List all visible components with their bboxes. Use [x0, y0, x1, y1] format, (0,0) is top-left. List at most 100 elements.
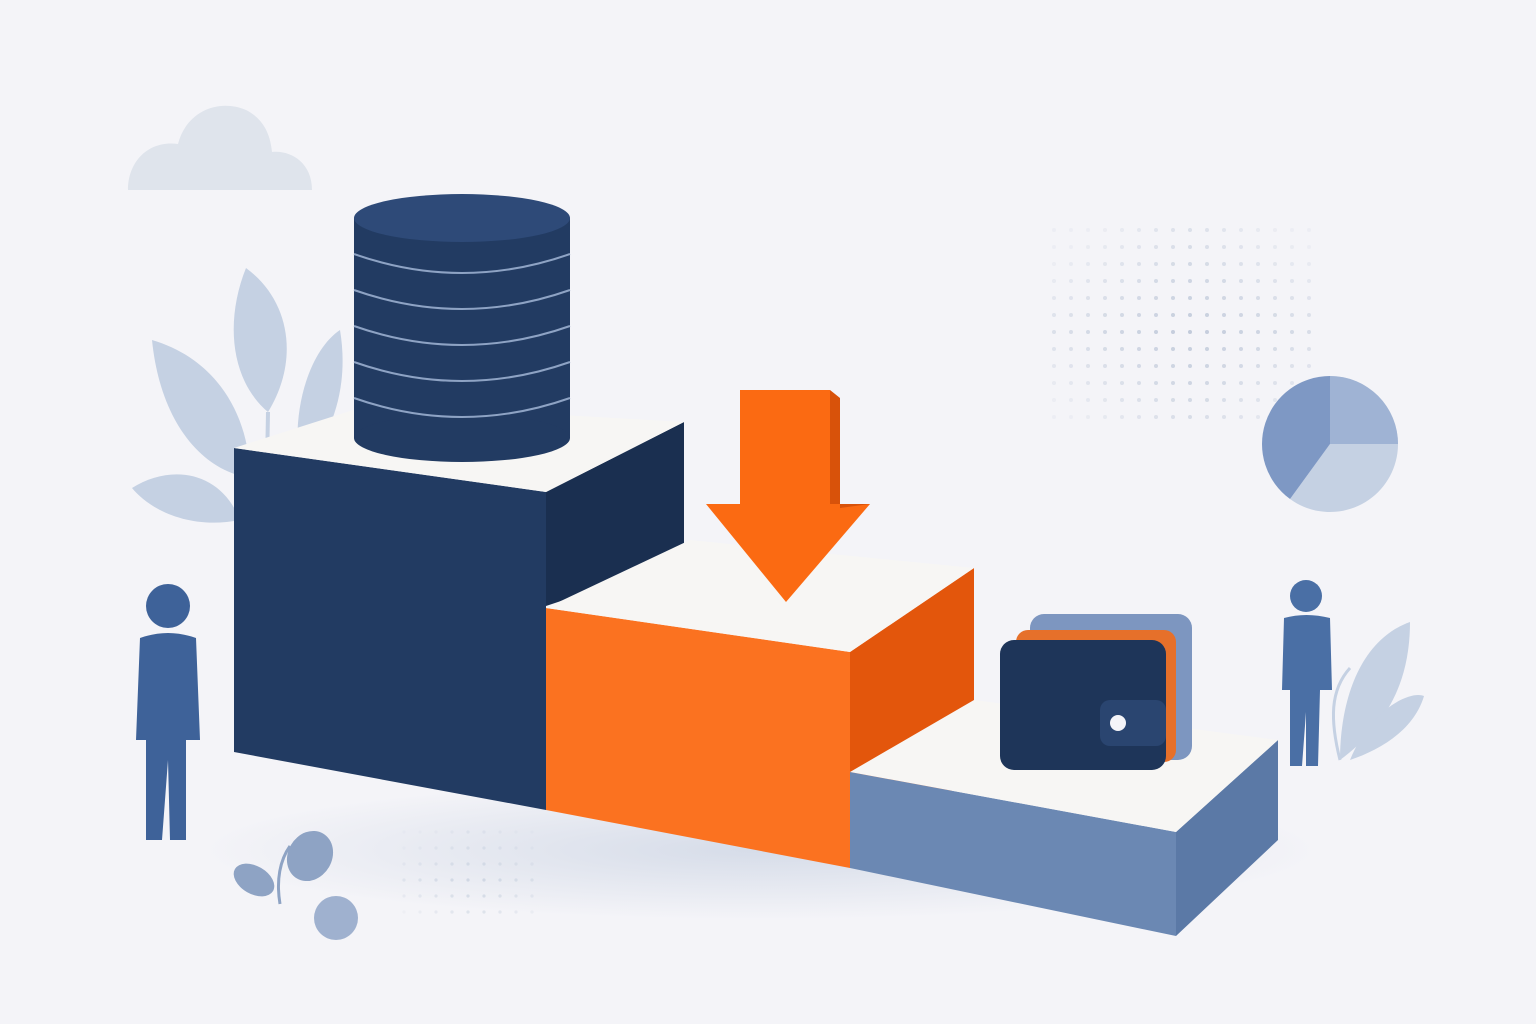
dot [1256, 347, 1260, 351]
dot [1307, 330, 1311, 334]
dot [1188, 415, 1192, 419]
dot [1052, 398, 1056, 402]
dot [1086, 262, 1090, 266]
dot [1256, 364, 1260, 368]
dot [1205, 330, 1209, 334]
dot [1069, 296, 1073, 300]
dot [1137, 228, 1141, 232]
pie-slice [1262, 376, 1330, 500]
dot [1103, 381, 1107, 385]
dot [1137, 245, 1141, 249]
dot [1307, 262, 1311, 266]
dot [1137, 279, 1141, 283]
dot [1171, 228, 1175, 232]
dot [1120, 262, 1124, 266]
dot [1103, 415, 1107, 419]
dot [1086, 228, 1090, 232]
dot [1188, 228, 1192, 232]
dot [1205, 279, 1209, 283]
dot [1290, 279, 1294, 283]
dot [1256, 296, 1260, 300]
dot [1205, 381, 1209, 385]
dot [1222, 415, 1226, 419]
dot [1222, 330, 1226, 334]
dot [482, 910, 486, 914]
dot [1273, 364, 1277, 368]
dot [1205, 228, 1209, 232]
dot [1086, 245, 1090, 249]
dot [1273, 279, 1277, 283]
dot [1052, 364, 1056, 368]
dot [1137, 381, 1141, 385]
dot [1103, 262, 1107, 266]
dot [1188, 364, 1192, 368]
dot [1069, 347, 1073, 351]
dot [1290, 381, 1294, 385]
dot [1069, 364, 1073, 368]
dot [1307, 228, 1311, 232]
dot [1137, 296, 1141, 300]
dot [1239, 364, 1243, 368]
dot [1120, 296, 1124, 300]
dot [1171, 279, 1175, 283]
dot [1171, 347, 1175, 351]
dot [402, 910, 406, 914]
dot [1137, 364, 1141, 368]
dot [450, 910, 454, 914]
dot [1307, 296, 1311, 300]
dot [1222, 228, 1226, 232]
dot [1137, 262, 1141, 266]
cloud-icon [128, 105, 312, 190]
dot [1154, 398, 1158, 402]
dot [1222, 296, 1226, 300]
dot [1086, 296, 1090, 300]
dot [1256, 415, 1260, 419]
dot [434, 910, 438, 914]
dot [1273, 262, 1277, 266]
dot [1239, 347, 1243, 351]
dot [1154, 364, 1158, 368]
dot [1205, 415, 1209, 419]
dot [1103, 347, 1107, 351]
dot [1290, 347, 1294, 351]
dot [1222, 381, 1226, 385]
dot [1069, 330, 1073, 334]
dot [1120, 415, 1124, 419]
dot [1103, 398, 1107, 402]
dot [1188, 262, 1192, 266]
dot [1188, 398, 1192, 402]
dot [1239, 279, 1243, 283]
dot [1239, 313, 1243, 317]
dot [1086, 313, 1090, 317]
dot [1052, 262, 1056, 266]
dot [1273, 381, 1277, 385]
dot [1273, 313, 1277, 317]
dot [1171, 364, 1175, 368]
dot [1188, 279, 1192, 283]
dot [466, 910, 470, 914]
dot [1205, 245, 1209, 249]
dot [1290, 364, 1294, 368]
dot [1154, 381, 1158, 385]
dot [1120, 347, 1124, 351]
dot [1137, 415, 1141, 419]
dot [418, 910, 422, 914]
dot [1069, 279, 1073, 283]
dot [1171, 296, 1175, 300]
dot [1273, 398, 1277, 402]
dot [1256, 313, 1260, 317]
dot [1188, 296, 1192, 300]
dot [1154, 415, 1158, 419]
dot [1069, 228, 1073, 232]
dot [1307, 245, 1311, 249]
dot [1307, 279, 1311, 283]
dot [1239, 398, 1243, 402]
dot [1154, 262, 1158, 266]
pie-chart-icon [1262, 376, 1399, 512]
dot [1103, 279, 1107, 283]
dot [1154, 330, 1158, 334]
dot [1222, 262, 1226, 266]
dot [1188, 347, 1192, 351]
dot [1239, 415, 1243, 419]
dot [1171, 313, 1175, 317]
